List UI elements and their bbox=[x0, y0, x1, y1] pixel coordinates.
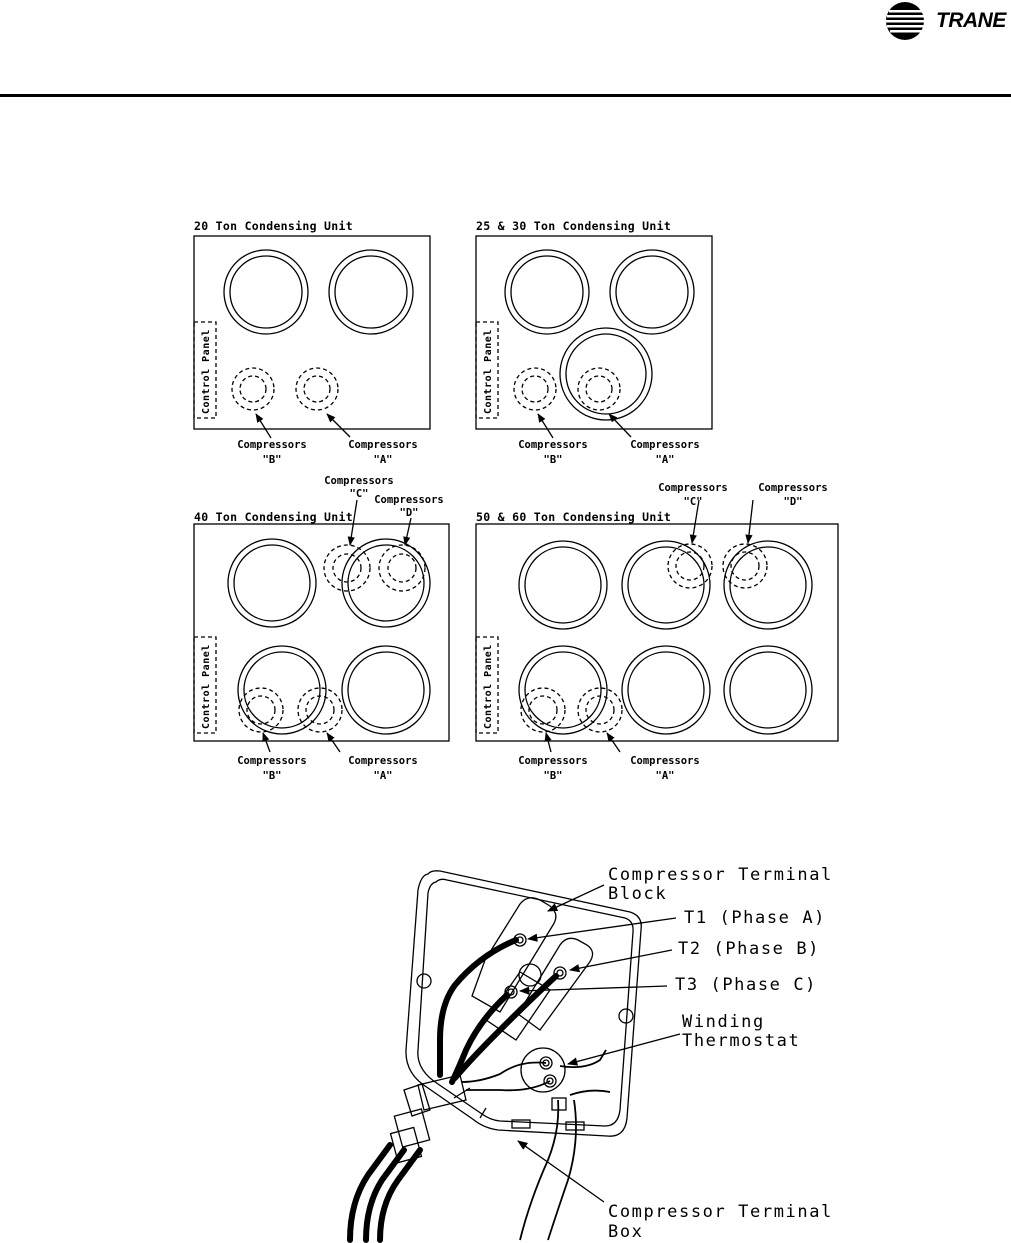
label-t3: T3 (Phase C) bbox=[675, 975, 817, 995]
winding-thermostat bbox=[520, 1047, 566, 1093]
compressor-label: Compressors bbox=[324, 475, 394, 487]
compressor-label: Compressors bbox=[348, 755, 418, 767]
cable-fitting bbox=[417, 1074, 467, 1111]
compressor-label: Compressors bbox=[518, 439, 588, 451]
compressor-id: "D" bbox=[400, 507, 419, 519]
compressor-id: "B" bbox=[544, 454, 563, 466]
label-terminal-block-line1: Compressor Terminal bbox=[608, 865, 833, 885]
brand-name: TRANE bbox=[936, 9, 1006, 32]
compressor-id: "A" bbox=[656, 454, 675, 466]
compressor-label: Compressors bbox=[237, 439, 307, 451]
power-lead-t1 bbox=[437, 937, 519, 1078]
compressor-id: "A" bbox=[374, 454, 393, 466]
compressor-layout-diagram: 20 Ton Condensing Unit 25 & 30 Ton Conde… bbox=[193, 219, 839, 782]
compressor-id: "A" bbox=[656, 770, 675, 782]
compressor-label: Compressors bbox=[658, 482, 728, 494]
control-panel-label: Control Panel bbox=[201, 644, 212, 729]
label-terminal-box-line1: Compressor Terminal bbox=[608, 1202, 833, 1222]
terminal-box-illustration: Compressor Terminal Block T1 (Phase A) T… bbox=[347, 865, 833, 1243]
compressor-id: "C" bbox=[684, 496, 703, 508]
compressor-label: Compressors bbox=[348, 439, 418, 451]
label-winding-line2: Thermostat bbox=[682, 1031, 800, 1051]
panel-title-40-ton: 40 Ton Condensing Unit bbox=[194, 510, 353, 524]
control-panel-label: Control Panel bbox=[201, 329, 212, 414]
label-t1: T1 (Phase A) bbox=[684, 908, 826, 928]
compressor-id: "C" bbox=[350, 488, 369, 500]
compressor-label: Compressors bbox=[630, 439, 700, 451]
terminal-box-outline bbox=[405, 870, 642, 1137]
panel-title-20-ton: 20 Ton Condensing Unit bbox=[194, 219, 353, 233]
label-t2: T2 (Phase B) bbox=[678, 939, 820, 959]
compressor-id: "B" bbox=[263, 770, 282, 782]
compressor-label: Compressors bbox=[630, 755, 700, 767]
compressor-id: "A" bbox=[374, 770, 393, 782]
panel-title-50-60-ton: 50 & 60 Ton Condensing Unit bbox=[476, 510, 671, 524]
compressor-id: "B" bbox=[544, 770, 563, 782]
header-rule bbox=[0, 94, 1011, 97]
compressor-id: "D" bbox=[784, 496, 803, 508]
label-terminal-block-line2: Block bbox=[608, 884, 667, 904]
panel-25-30-ton bbox=[475, 235, 713, 439]
trane-logo-icon bbox=[886, 2, 926, 40]
compressor-label: Compressors bbox=[374, 494, 444, 506]
control-panel-label: Control Panel bbox=[483, 329, 494, 414]
power-lead-t3 bbox=[449, 992, 510, 1085]
control-panel-label: Control Panel bbox=[483, 644, 494, 729]
compressor-id: "B" bbox=[263, 454, 282, 466]
label-winding-line1: Winding bbox=[682, 1012, 765, 1032]
compressor-label: Compressors bbox=[237, 755, 307, 767]
compressor-label: Compressors bbox=[758, 482, 828, 494]
panel-title-25-30-ton: 25 & 30 Ton Condensing Unit bbox=[476, 219, 671, 233]
compressor-label: Compressors bbox=[518, 755, 588, 767]
panel-20-ton bbox=[193, 235, 431, 439]
panel-50-60-ton bbox=[475, 499, 839, 753]
panel-40-ton bbox=[193, 499, 450, 753]
label-terminal-box-line2: Box bbox=[608, 1222, 644, 1242]
